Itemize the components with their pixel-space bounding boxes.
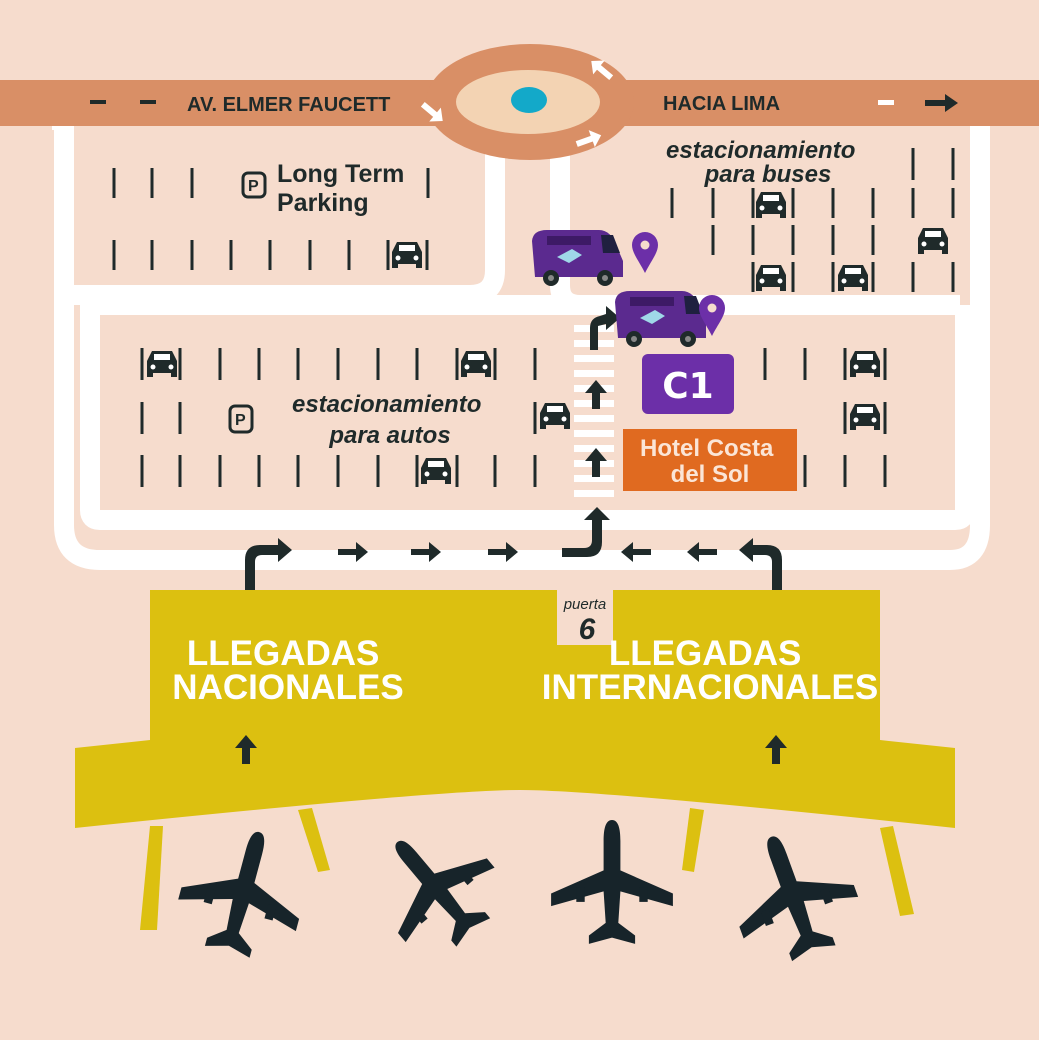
jet-bridges: [140, 808, 914, 930]
avenue-label: AV. ELMER FAUCETT: [187, 94, 390, 116]
gate-label: puerta: [563, 596, 607, 613]
parking-sign-icon: P: [228, 404, 254, 434]
parking-sign-icon: P: [241, 171, 267, 199]
direction-arrow-icon: [925, 94, 958, 112]
gate-number: 6: [579, 613, 596, 646]
parking-stalls: [112, 148, 955, 487]
route-arrow-icon: [562, 507, 610, 557]
hotel-label: Hotel Costa del Sol: [640, 435, 780, 488]
hotel-sign: [623, 429, 797, 491]
road-dashes: [90, 100, 156, 104]
bus-parking-label: estacionamiento para buses: [666, 137, 862, 188]
route-arrow-icon: [245, 538, 292, 592]
svg-text:P: P: [248, 178, 259, 195]
pickup-point-label: C1: [662, 366, 713, 407]
route-arrow-icon: [590, 306, 620, 350]
gate-box: [557, 590, 613, 645]
roundabout-center: [511, 87, 547, 113]
pickup-point-c1: [642, 354, 734, 414]
road-dash-white: [878, 100, 894, 105]
long-term-parking-label: Long Term Parking: [277, 160, 411, 217]
domestic-arrivals-label: LLEGADAS NACIONALES: [172, 634, 403, 707]
svg-text:P: P: [235, 412, 246, 429]
direction-label: HACIA LIMA: [663, 93, 780, 115]
roundabout-arrows: [420, 60, 614, 148]
international-arrivals-label: LLEGADAS INTERNACIONALES: [542, 634, 878, 707]
car-parking-label: estacionamiento para autos: [292, 391, 488, 449]
terminal-building: [75, 590, 955, 828]
access-lanes: [54, 125, 990, 570]
route-arrow-icon: [739, 538, 782, 592]
